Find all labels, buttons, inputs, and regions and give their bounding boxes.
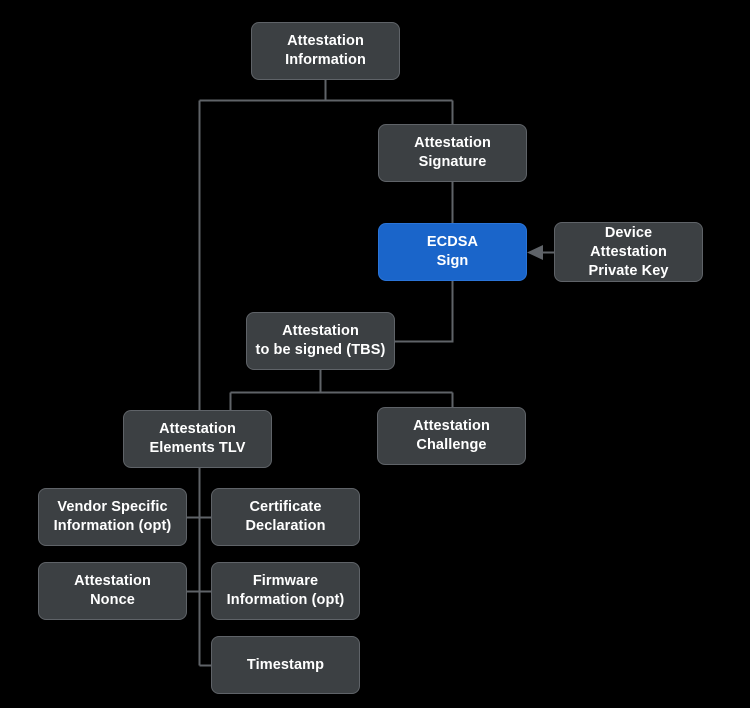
node-attestation-tbs[interactable]: Attestation to be signed (TBS) (246, 312, 395, 370)
node-label: Device Attestation Private Key (588, 224, 669, 279)
node-firmware-information[interactable]: Firmware Information (opt) (211, 562, 360, 620)
node-attestation-challenge[interactable]: Attestation Challenge (377, 407, 526, 465)
node-label: ECDSA Sign (426, 234, 479, 269)
node-label: Attestation Signature (414, 135, 491, 170)
node-attestation-information[interactable]: Attestation Information (251, 22, 400, 80)
node-label: Timestamp (246, 656, 325, 673)
node-label: Attestation Information (285, 33, 366, 68)
arrowhead-icon (527, 245, 543, 260)
node-label: Attestation Elements TLV (149, 421, 246, 456)
node-label: Attestation to be signed (TBS) (255, 323, 386, 358)
node-label: Attestation Challenge (413, 418, 490, 453)
node-ecdsa-sign[interactable]: ECDSA Sign (378, 223, 527, 281)
node-device-attestation-private-key[interactable]: Device Attestation Private Key (554, 222, 703, 282)
node-attestation-nonce[interactable]: Attestation Nonce (38, 562, 187, 620)
node-attestation-elements-tlv[interactable]: Attestation Elements TLV (123, 410, 272, 468)
node-vendor-specific-information[interactable]: Vendor Specific Information (opt) (38, 488, 187, 546)
node-label: Firmware Information (opt) (226, 573, 345, 608)
node-label: Attestation Nonce (74, 573, 151, 608)
node-label: Vendor Specific Information (opt) (53, 499, 172, 534)
node-timestamp[interactable]: Timestamp (211, 636, 360, 694)
node-label: Certificate Declaration (245, 499, 326, 534)
node-certificate-declaration[interactable]: Certificate Declaration (211, 488, 360, 546)
edge-ecdsa-to-tbs (395, 281, 454, 343)
node-attestation-signature[interactable]: Attestation Signature (378, 124, 527, 182)
